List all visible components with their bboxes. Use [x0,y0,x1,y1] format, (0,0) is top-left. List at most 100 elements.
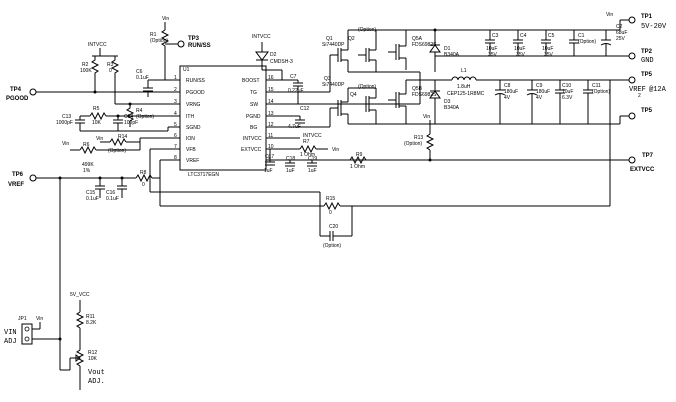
resistor-r8 [135,173,153,183]
q5b-ref: Q5B [412,86,423,92]
c9-volt: 4V [536,95,543,101]
c2-ref: C2 [616,24,623,30]
r4-val: (Option) [136,114,154,120]
r11-val: 8.2K [86,320,97,326]
pin-12-name: BG [250,125,257,131]
c7-ref: C7 [290,74,297,80]
jp1-ref: JP1 [18,316,27,322]
ic-ref: U1 [183,67,190,73]
d2-val: CMDSH-3 [270,59,293,65]
l1-val: 1.8uH [457,84,471,90]
inductor-l1 [451,76,477,81]
c16-val: 0.1uF [106,196,119,202]
jp1-label2: ADJ [4,338,17,346]
pin-4-num: 4 [174,111,177,117]
pin-5-name: SGND [186,125,201,131]
c15-ref: C15 [86,190,95,196]
ic-left-pins: 1 RUN/SS 2 PGOOD 3 VRNG 4 ITH 5 SGND 6 I… [168,75,206,164]
q2-ref-top: Q2 [348,36,355,42]
c4-val: 10uF [514,46,525,52]
c6-ref: C6 [136,69,143,75]
r6-val: 499K [82,162,94,168]
c3-ref: C3 [492,33,499,39]
q4-val: (Option) [358,84,376,90]
pin-1-num: 1 [174,75,177,81]
c12-ref: C12 [300,106,309,112]
c11-ref: C11 [592,83,601,89]
pin-7-num: 7 [174,144,177,150]
tp8-ref: TP5 [641,108,653,114]
c18-val: 1uF [286,168,295,174]
q5b-val: FDS6982S [412,92,437,98]
testpoint-tp3 [177,40,185,48]
r8-ref: R8 [140,170,147,176]
vin-label-r1: Vin [162,16,169,22]
r15-val: 0 [329,210,332,216]
c6-val: 0.1uF [136,75,149,81]
tp2-ref: TP2 [641,49,653,55]
pin-5-num: 5 [174,122,177,128]
pin-2-num: 2 [174,87,177,93]
c5-volt: 35V [544,52,554,58]
r2-ref: R2 [82,62,89,68]
pin-15-num: 15 [268,87,274,93]
c14-ref: C14 [124,114,133,120]
testpoint-tp2 [628,52,636,60]
resistor-r4 [125,104,135,125]
r13-val: (Option) [404,141,422,147]
testpoint-tp1 [628,16,636,24]
c17-ref: C17 [265,154,274,160]
r9-val: 1 Ohm [350,164,365,170]
tp1-label: 5V-20V [641,23,667,31]
input-caps [435,30,620,57]
q5a-ref: Q5A [412,36,423,42]
d3-val: B340A [444,105,460,111]
c5-ref: C5 [548,33,555,39]
tp7-label: EXTVCC [630,167,655,173]
vin-label-r6: Vin [62,141,69,147]
pin-8-name: VREF [186,158,199,164]
tp1-ref: TP1 [641,14,653,20]
q3-ref: Q3 [324,76,331,82]
pin-2-name: PGOOD [186,90,205,96]
l1-ref: L1 [461,68,467,74]
r6-ref: R6 [83,142,90,148]
q5a-val: FDS6982S [412,42,437,48]
testpoint-tp7 [628,156,636,164]
r9-ref: R9 [356,152,363,158]
intvcc-label-pin11: INTVCC [303,133,322,139]
c20-ref: C20 [329,224,338,230]
tp2-label: GND [641,57,654,65]
diode-d2 [255,51,269,61]
vin-label-jp1: Vin [36,316,43,322]
jumper-jp1 [21,323,33,345]
pin-16-name: BOOST [242,78,260,84]
c2-val: 68uF [616,30,627,36]
r8-val: 0 [142,182,145,188]
vin-label-top: Vin [606,12,613,18]
r14-ref: R14 [118,134,127,140]
c18-ref: C18 [286,156,295,162]
resistor-r14 [109,137,127,147]
mosfet-q5b [388,80,407,124]
l1-part: CEP125-1R8MC [447,91,485,97]
mosfet-q2 [358,38,377,72]
resistor-r11 [75,311,85,329]
pin-3-name: VRNG [186,102,201,108]
testpoint-tp4 [29,88,37,96]
resistor-r3 [110,56,120,77]
tp6-ref: TP6 [12,172,24,178]
r5-val: 10K [92,120,102,126]
pin-11-num: 11 [268,133,273,139]
pin-6-num: 6 [174,133,177,139]
c9-val: 180uF [536,89,550,95]
mosfet-q3 [330,88,349,124]
tp5-label3: @12A [649,86,667,94]
q1-ref: Q1 [326,36,333,42]
mosfet-q1 [330,38,349,72]
c8-volt: 4V [504,95,511,101]
tp4-label: PGOOD [6,96,29,102]
d3-ref: D3 [444,99,451,105]
ic-part: LTC3717EGN [188,172,219,178]
